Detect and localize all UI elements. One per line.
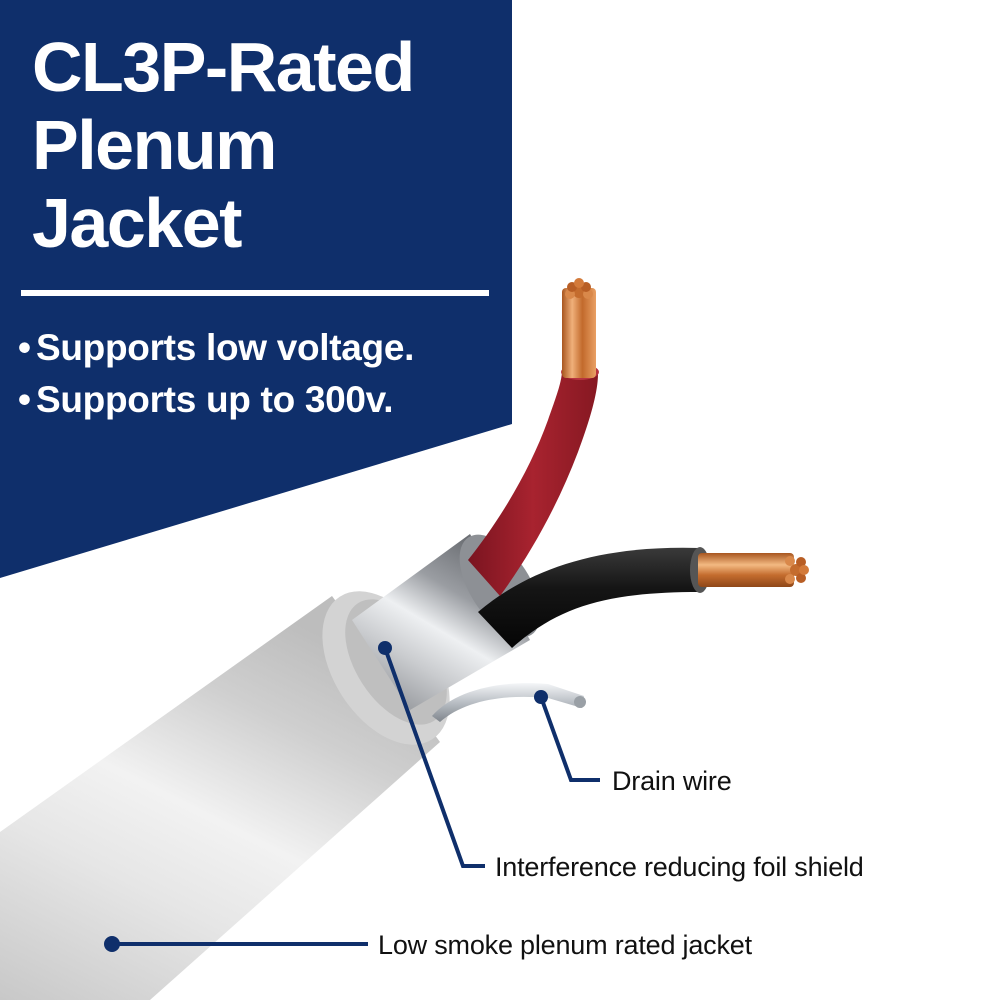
headline-line-1: CL3P-Rated xyxy=(32,28,415,106)
drain-wire-marker xyxy=(534,690,548,704)
feature-bullet: •Supports low voltage. xyxy=(18,322,414,374)
feature-bullets: •Supports low voltage. •Supports up to 3… xyxy=(18,322,414,426)
black-conductor xyxy=(478,547,700,648)
headline-line-3: Jacket xyxy=(32,184,242,262)
foil-shield-leader xyxy=(383,647,485,868)
bullet-text: Supports low voltage. xyxy=(36,327,415,368)
bullet-text: Supports up to 300v. xyxy=(36,379,394,420)
leader-lines xyxy=(112,647,600,946)
callout-foil-shield: Interference reducing foil shield xyxy=(495,852,864,882)
drain-wire xyxy=(432,683,584,722)
banner-background xyxy=(0,0,512,578)
copper-strands-black xyxy=(698,553,794,587)
outer-jacket xyxy=(0,596,440,1000)
callout-jacket: Low smoke plenum rated jacket xyxy=(378,930,752,960)
headline: CL3P-Rated Plenum Jacket xyxy=(32,28,415,262)
copper-strands-red xyxy=(562,288,596,378)
jacket-marker xyxy=(104,936,120,952)
callout-drain-wire: Drain wire xyxy=(612,766,732,796)
red-conductor xyxy=(468,370,598,596)
headline-divider xyxy=(21,290,489,296)
bullet-marker: • xyxy=(18,327,31,368)
drain-wire-leader xyxy=(539,696,600,782)
feature-bullet: •Supports up to 300v. xyxy=(18,374,414,426)
headline-line-2: Plenum xyxy=(32,106,277,184)
foil-shield-marker xyxy=(378,641,392,655)
bullet-marker: • xyxy=(18,379,31,420)
